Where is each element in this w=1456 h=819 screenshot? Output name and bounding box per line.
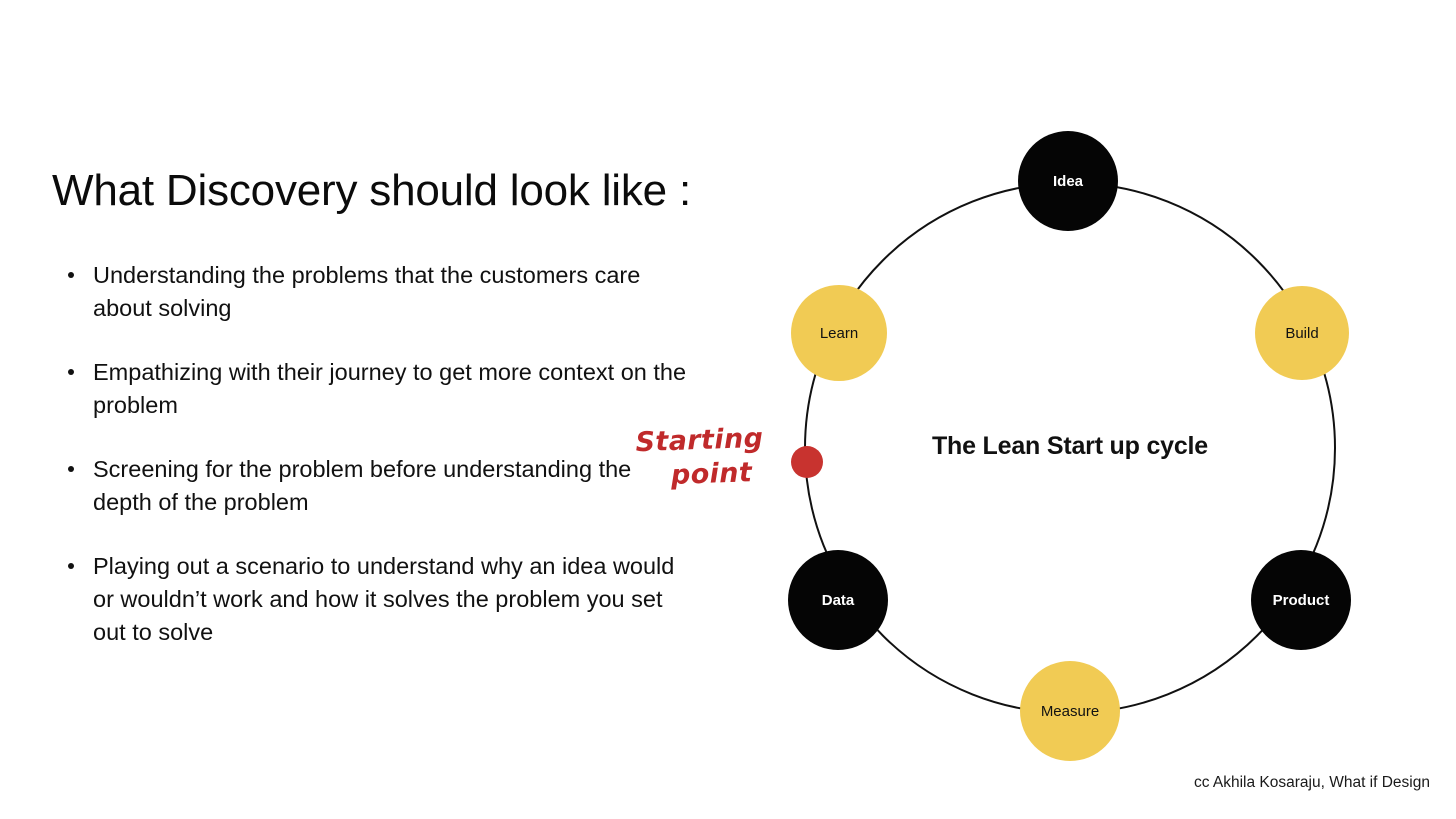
list-item-text: Understanding the problems that the cust… [93, 262, 641, 322]
cycle-node-learn[interactable]: Learn [791, 285, 887, 381]
cycle-node-measure[interactable]: Measure [1020, 661, 1120, 761]
cycle-center-label: The Lean Start up cycle [931, 432, 1209, 460]
content-column: What Discovery should look like : Unders… [52, 166, 692, 649]
starting-point-line-1: Starting [634, 422, 764, 459]
list-item-text: Screening for the problem before underst… [93, 456, 632, 516]
cycle-node-label: Measure [1040, 702, 1100, 720]
list-item: Empathizing with their journey to get mo… [52, 356, 692, 422]
cycle-node-product[interactable]: Product [1251, 550, 1351, 650]
bullet-dot-icon [68, 272, 74, 279]
cycle-node-label: Learn [819, 324, 859, 342]
bullet-list: Understanding the problems that the cust… [52, 259, 692, 649]
credit-line: cc Akhila Kosaraju, What if Design [1193, 774, 1430, 791]
lean-startup-cycle-diagram: The Lean Start up cycle Idea Build Produ… [760, 100, 1380, 800]
list-item: Understanding the problems that the cust… [52, 259, 692, 325]
cycle-node-label: Product [1272, 591, 1330, 609]
starting-point-line-2: point [670, 457, 753, 492]
starting-point-marker[interactable] [791, 446, 823, 478]
starting-point-annotation: Starting point [624, 421, 776, 494]
list-item-text: Playing out a scenario to understand why… [93, 553, 675, 646]
cycle-node-idea[interactable]: Idea [1018, 131, 1118, 231]
list-item-text: Empathizing with their journey to get mo… [93, 359, 687, 419]
bullet-dot-icon [68, 563, 74, 570]
bullet-dot-icon [68, 369, 74, 376]
cycle-node-label: Build [1285, 324, 1319, 342]
cycle-node-build[interactable]: Build [1255, 286, 1349, 380]
list-item: Screening for the problem before underst… [52, 453, 692, 519]
cycle-node-label: Idea [1052, 172, 1083, 190]
cycle-node-data[interactable]: Data [788, 550, 888, 650]
list-item: Playing out a scenario to understand why… [52, 550, 692, 649]
bullet-dot-icon [68, 466, 74, 473]
page-title: What Discovery should look like : [52, 166, 691, 215]
cycle-node-label: Data [821, 591, 855, 609]
